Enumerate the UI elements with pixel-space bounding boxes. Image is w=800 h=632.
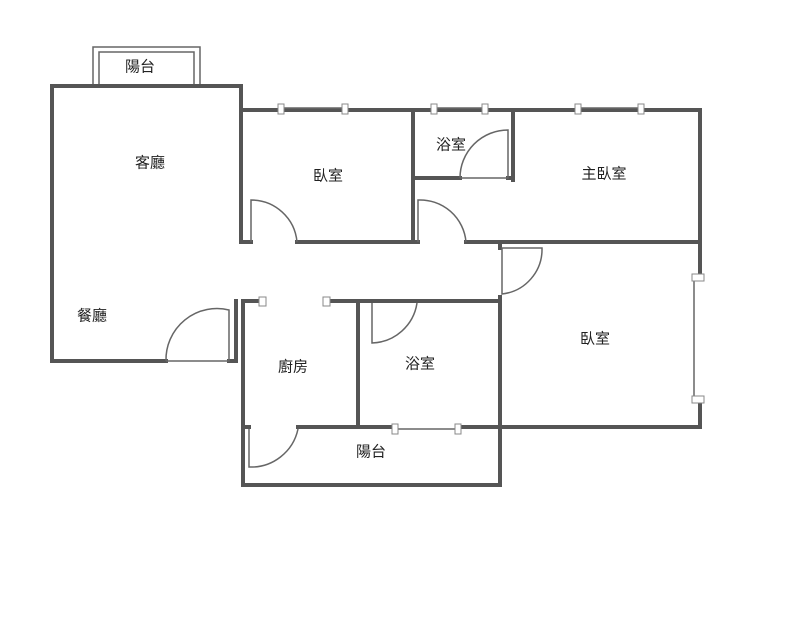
label-dining-room: 餐廳 xyxy=(77,307,107,325)
walls xyxy=(50,84,702,487)
door-balcony-bottom xyxy=(248,428,299,468)
door-master-bedroom xyxy=(417,199,467,243)
door-bedroom-1 xyxy=(250,199,298,243)
label-bathroom-2: 浴室 xyxy=(405,355,435,373)
windows xyxy=(258,103,705,435)
door-dining xyxy=(165,307,230,362)
label-living-room: 客廳 xyxy=(135,154,165,172)
label-bedroom-2: 臥室 xyxy=(580,330,610,348)
label-balcony-top: 陽台 xyxy=(125,58,155,76)
door-bathroom-1 xyxy=(459,129,509,179)
doors xyxy=(165,129,543,468)
label-kitchen: 廚房 xyxy=(278,358,308,376)
door-bedroom-2 xyxy=(501,247,543,295)
label-master-bedroom: 主臥室 xyxy=(581,165,626,183)
label-bedroom-1: 臥室 xyxy=(313,167,343,185)
label-bathroom-1: 浴室 xyxy=(436,136,466,154)
balcony-top xyxy=(92,46,201,84)
label-balcony-bottom: 陽台 xyxy=(356,443,386,461)
door-bathroom-2 xyxy=(371,302,418,344)
